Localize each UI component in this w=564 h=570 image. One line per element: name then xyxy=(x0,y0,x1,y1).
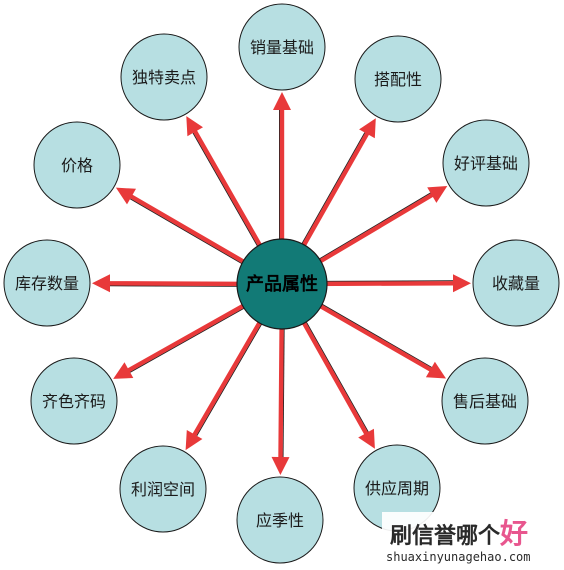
arrow-shape xyxy=(273,92,291,274)
node-inventory: 库存数量 xyxy=(3,239,91,327)
node-circle xyxy=(236,476,324,564)
node-favorites: 收藏量 xyxy=(472,239,560,327)
node-circle xyxy=(30,357,118,445)
watermark-url: shuaxinyunagehao.com xyxy=(386,550,531,564)
node-circle xyxy=(441,357,529,445)
node-circle xyxy=(442,119,530,207)
arrow-shape xyxy=(285,118,376,277)
arrow-shape xyxy=(292,274,471,293)
node-label: 搭配性 xyxy=(374,70,422,89)
node-label: 销量基础 xyxy=(250,38,314,57)
node-label: 好评基础 xyxy=(454,154,518,173)
node-label: 应季性 xyxy=(256,511,304,530)
node-circle xyxy=(354,35,442,123)
node-circle xyxy=(472,239,560,327)
watermark: 刷信誉哪个好 shuaxinyunagehao.com xyxy=(382,512,564,570)
node-label: 利润空间 xyxy=(131,480,195,499)
center-circle xyxy=(236,238,328,330)
node-label: 收藏量 xyxy=(492,274,540,293)
arrow-shape xyxy=(115,187,275,281)
node-supply-cycle: 供应周期 xyxy=(353,444,441,532)
arrow-shape xyxy=(271,294,290,475)
node-label: 独特卖点 xyxy=(132,68,196,87)
center-node: 产品属性 xyxy=(236,238,328,330)
node-sales-base: 销量基础 xyxy=(238,3,326,91)
node-label: 库存数量 xyxy=(15,274,79,293)
arrows-layer xyxy=(92,92,471,475)
node-circle xyxy=(3,239,91,327)
watermark-background xyxy=(382,512,564,570)
node-price: 价格 xyxy=(33,121,121,209)
node-matching: 搭配性 xyxy=(354,35,442,123)
node-after-sales: 售后基础 xyxy=(441,357,529,445)
arrow-shape xyxy=(186,116,279,277)
node-circle xyxy=(119,445,207,533)
arrow-shape xyxy=(113,287,275,379)
arrow-shape xyxy=(285,291,375,449)
node-seasonality: 应季性 xyxy=(236,476,324,564)
node-label: 售后基础 xyxy=(453,392,517,411)
node-good-reviews: 好评基础 xyxy=(442,119,530,207)
node-label: 供应周期 xyxy=(365,479,429,498)
watermark-highlight: 好 xyxy=(499,517,528,550)
arrow-shape xyxy=(289,287,446,379)
node-label: 齐色齐码 xyxy=(42,392,106,411)
node-unique-selling-point: 独特卖点 xyxy=(120,33,208,121)
node-label: 价格 xyxy=(61,156,93,175)
arrow-shape xyxy=(289,186,448,281)
center-label: 产品属性 xyxy=(246,273,318,295)
arrow-shape xyxy=(185,291,279,451)
arrow-shape xyxy=(92,274,272,293)
node-full-colors-sizes: 齐色齐码 xyxy=(30,357,118,445)
node-circle xyxy=(120,33,208,121)
node-circle xyxy=(238,3,326,91)
node-circle xyxy=(33,121,121,209)
node-profit-margin: 利润空间 xyxy=(119,445,207,533)
